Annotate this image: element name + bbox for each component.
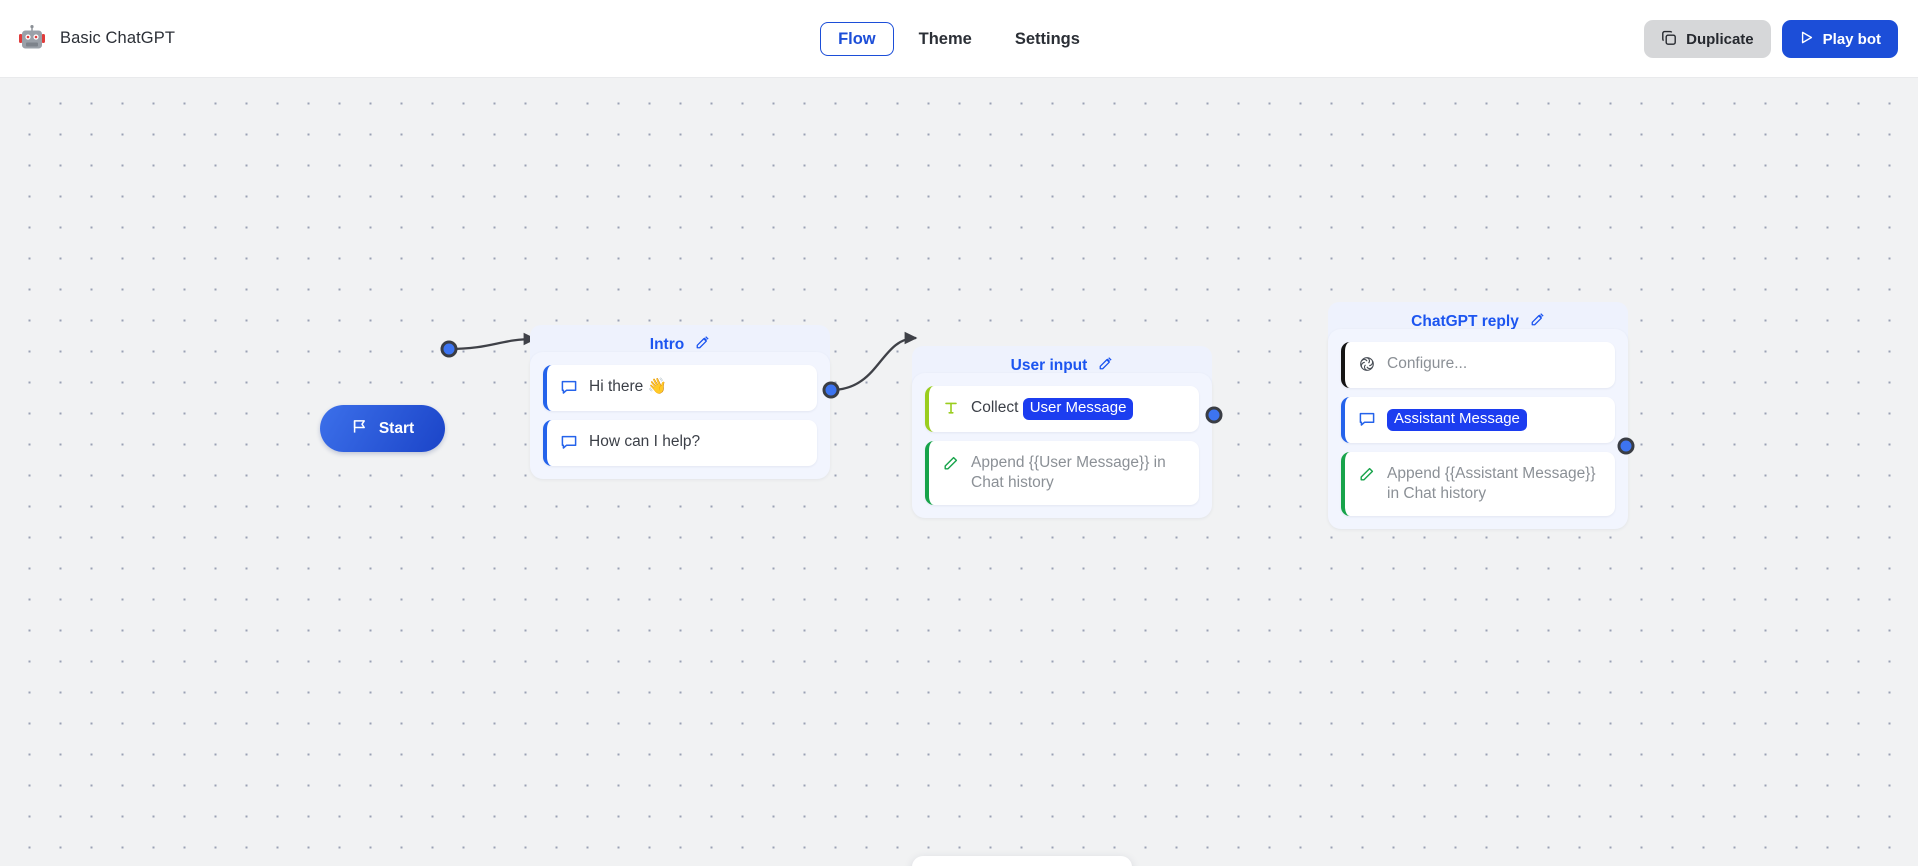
group-chatgpt-reply-body: Configure... Assistant Message xyxy=(1328,329,1628,530)
list-item-label: Hi there 👋 xyxy=(589,378,667,395)
start-label: Start xyxy=(378,419,415,437)
tab-settings[interactable]: Settings xyxy=(997,22,1098,57)
play-icon xyxy=(1799,30,1814,48)
list-item[interactable]: Append {{Assistant Message}} in Chat his… xyxy=(1341,452,1615,517)
brand: Basic ChatGPT xyxy=(0,24,176,53)
list-item[interactable]: How can I help? xyxy=(543,420,817,466)
tab-theme[interactable]: Theme xyxy=(901,22,990,57)
edit-icon[interactable] xyxy=(1098,356,1113,376)
group-intro-title: Intro xyxy=(649,336,685,354)
canvas-toolbar xyxy=(912,856,1132,866)
list-item[interactable]: Collect User Message xyxy=(925,386,1199,432)
copy-icon xyxy=(1661,30,1677,49)
group-chatgpt-reply-output-handle[interactable] xyxy=(1617,437,1635,455)
duplicate-button[interactable]: Duplicate xyxy=(1644,20,1771,58)
chat-bubble-icon xyxy=(1358,410,1376,428)
variable-chip[interactable]: Assistant Message xyxy=(1387,409,1527,431)
text-input-icon xyxy=(942,399,960,417)
play-bot-label: Play bot xyxy=(1822,30,1881,48)
start-node[interactable]: Start xyxy=(320,405,445,452)
main-nav: Flow Theme Settings xyxy=(0,0,1918,78)
book-icon[interactable] xyxy=(1045,862,1083,866)
duplicate-label: Duplicate xyxy=(1686,30,1754,48)
robot-icon xyxy=(17,24,47,53)
list-item[interactable]: Configure... xyxy=(1341,342,1615,388)
flag-icon xyxy=(351,418,368,440)
collect-label: Collect xyxy=(971,399,1019,416)
list-item[interactable]: Hi there 👋 xyxy=(543,365,817,411)
edge-start-to-intro xyxy=(448,332,537,351)
group-user-input-title: User input xyxy=(1010,357,1088,375)
page-title: Basic ChatGPT xyxy=(60,29,176,47)
play-bot-button[interactable]: Play bot xyxy=(1781,20,1898,58)
list-item[interactable]: Append {{User Message}} in Chat history xyxy=(925,441,1199,506)
group-user-input-body: Collect User Message Append {{User Messa… xyxy=(912,373,1212,519)
openai-icon xyxy=(1358,355,1376,373)
variables-icon[interactable] xyxy=(1003,862,1041,866)
group-chatgpt-reply-title: ChatGPT reply xyxy=(1411,313,1519,331)
edit-icon[interactable] xyxy=(1530,312,1545,332)
tab-flow[interactable]: Flow xyxy=(820,21,894,57)
gear-icon[interactable] xyxy=(1087,862,1125,866)
list-item-label: Collect User Message xyxy=(971,398,1185,420)
edit-icon[interactable] xyxy=(695,335,710,355)
list-item-label: Append {{Assistant Message}} in Chat his… xyxy=(1387,465,1596,503)
pencil-icon xyxy=(1358,465,1376,483)
start-output-handle[interactable] xyxy=(440,340,458,358)
top-actions: Duplicate Play bot xyxy=(1644,0,1898,78)
flow-canvas[interactable]: Start Intro Hi there 👋 xyxy=(0,78,1918,866)
edge-intro-to-user-input xyxy=(830,331,918,392)
top-bar: Basic ChatGPT Flow Theme Settings Duplic… xyxy=(0,0,1918,78)
list-item-label: Append {{User Message}} in Chat history xyxy=(971,454,1166,492)
group-intro-body: Hi there 👋 How can I help? xyxy=(530,352,830,479)
chat-bubble-icon xyxy=(560,378,578,396)
zoom-in-icon[interactable] xyxy=(919,862,957,866)
group-intro-output-handle[interactable] xyxy=(822,381,840,399)
chat-bubble-icon xyxy=(560,433,578,451)
list-item-label: Assistant Message xyxy=(1387,409,1601,431)
pencil-icon xyxy=(942,454,960,472)
list-item[interactable]: Assistant Message xyxy=(1341,397,1615,443)
zoom-out-icon[interactable] xyxy=(961,862,999,866)
group-user-input-output-handle[interactable] xyxy=(1205,406,1223,424)
list-item-label: How can I help? xyxy=(589,433,701,450)
list-item-label: Configure... xyxy=(1387,355,1468,372)
variable-chip[interactable]: User Message xyxy=(1022,398,1134,420)
